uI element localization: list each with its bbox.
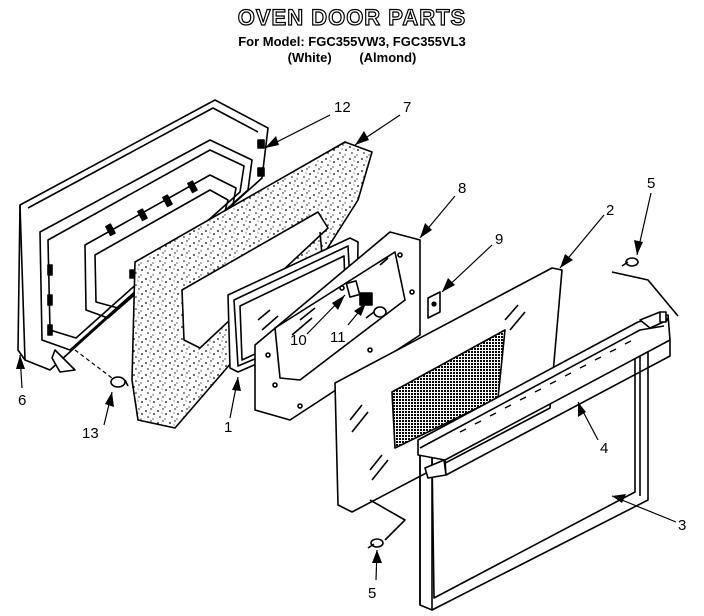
model-line: For Model: FGC355VW3, FGC355VL3 <box>238 34 466 49</box>
callout-1: 1 <box>224 419 232 436</box>
callout-4: 4 <box>600 440 608 457</box>
callout-10: 9 <box>495 231 503 248</box>
diagram-title: OVEN DOOR PARTS <box>237 5 467 30</box>
callout-2: 2 <box>606 202 614 219</box>
callout-5-bottom: 5 <box>368 585 376 602</box>
callout-8: 12 <box>334 99 351 116</box>
color-white: (White) <box>287 50 332 65</box>
callout-7: 7 <box>403 99 411 116</box>
door-clip <box>110 376 129 388</box>
door-handle <box>417 311 671 479</box>
color-almond: (Almond) <box>359 50 417 65</box>
color-variants: (White) (Almond) <box>0 50 704 65</box>
arrowheads <box>16 131 643 563</box>
screw-top <box>611 257 679 317</box>
screw-bottom <box>367 499 406 549</box>
callout-12: 11 <box>330 329 346 346</box>
callout-9: 8 <box>458 180 466 197</box>
hinge-bracket <box>427 291 441 319</box>
callout-5-top: 5 <box>647 175 655 192</box>
outer-door-glass <box>334 267 563 513</box>
callout-6: 6 <box>18 392 26 409</box>
callout-13: 13 <box>82 425 99 442</box>
door-latch-assembly <box>345 280 387 319</box>
callout-11: 10 <box>290 332 307 349</box>
glass-pack-frame <box>254 231 421 421</box>
callout-3: 3 <box>678 517 686 534</box>
callout-numbers: 12 7 8 9 2 5 4 3 5 6 13 1 10 11 <box>18 99 686 602</box>
